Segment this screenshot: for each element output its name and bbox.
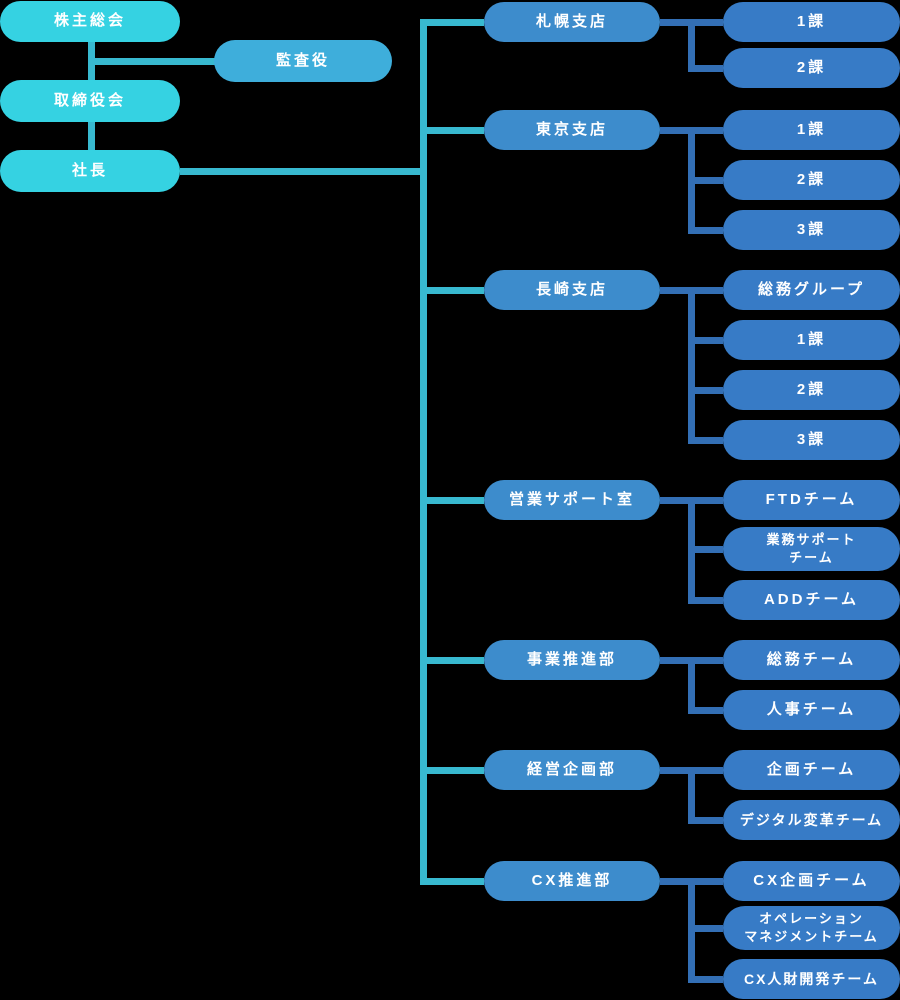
node-nagasaki-section-2: 2課 [723, 370, 900, 410]
connector-branch-tokyo [420, 126, 484, 134]
node-nagasaki-general-affairs-group: 総務グループ [723, 270, 900, 310]
node-business-promotion-dept: 事業推進部 [484, 640, 660, 680]
node-general-affairs-team: 総務チーム [723, 640, 900, 680]
node-tokyo-section-2: 2課 [723, 160, 900, 200]
connector-branch-nagasaki [420, 286, 484, 294]
connector-branch-sapporo [420, 18, 484, 26]
connector-cx-promotion-stub-2 [688, 924, 723, 932]
connector-sales-support-stub-3 [688, 596, 723, 604]
node-cx-hr-development-team: CX人財開発チーム [723, 959, 900, 999]
connector-sapporo-stub-2 [688, 64, 723, 72]
connector-business-promotion-vertical [688, 656, 695, 714]
node-nagasaki-branch: 長崎支店 [484, 270, 660, 310]
connector-sapporo-vertical [688, 18, 695, 72]
connector-trunk-vertical [420, 18, 427, 885]
connector-business-promotion-stub-2 [688, 706, 723, 714]
node-planning-team: 企画チーム [723, 750, 900, 790]
connector-tokyo-stub-2 [688, 176, 723, 184]
node-sales-support-office: 営業サポート室 [484, 480, 660, 520]
node-board-of-directors: 取締役会 [0, 80, 180, 122]
connector-branch-sales-support [420, 496, 484, 504]
node-president: 社長 [0, 150, 180, 192]
node-cx-planning-team: CX企画チーム [723, 861, 900, 901]
node-sapporo-section-1: 1課 [723, 2, 900, 42]
connector-corporate-planning-vertical [688, 766, 695, 824]
connector-sales-support-stub-2 [688, 545, 723, 553]
node-digital-transformation-team: デジタル変革チーム [723, 800, 900, 840]
connector-nagasaki-vertical [688, 286, 695, 444]
node-operation-management-team: オペレーション マネジメントチーム [723, 906, 900, 950]
node-auditor: 監査役 [214, 40, 392, 82]
connector-president-to-trunk [180, 167, 427, 175]
node-sapporo-section-2: 2課 [723, 48, 900, 88]
node-tokyo-branch: 東京支店 [484, 110, 660, 150]
node-ftd-team: FTDチーム [723, 480, 900, 520]
connector-corporate-planning-stub-2 [688, 816, 723, 824]
node-nagasaki-section-3: 3課 [723, 420, 900, 460]
node-operations-support-team: 業務サポート チーム [723, 527, 900, 571]
connector-branch-corporate-planning [420, 766, 484, 774]
node-cx-promotion-dept: CX推進部 [484, 861, 660, 901]
node-hr-team: 人事チーム [723, 690, 900, 730]
node-tokyo-section-3: 3課 [723, 210, 900, 250]
node-add-team: ADDチーム [723, 580, 900, 620]
connector-tokyo-stub-3 [688, 226, 723, 234]
node-tokyo-section-1: 1課 [723, 110, 900, 150]
connector-cx-promotion-stub-3 [688, 975, 723, 983]
node-corporate-planning-dept: 経営企画部 [484, 750, 660, 790]
connector-branch-cx-promotion [420, 877, 484, 885]
connector-nagasaki-stub-2 [688, 336, 723, 344]
node-shareholders-meeting: 株主総会 [0, 1, 180, 42]
node-nagasaki-section-1: 1課 [723, 320, 900, 360]
connector-auditor-branch [91, 58, 215, 65]
connector-nagasaki-stub-3 [688, 386, 723, 394]
node-sapporo-branch: 札幌支店 [484, 2, 660, 42]
connector-branch-business-promotion [420, 656, 484, 664]
connector-nagasaki-stub-4 [688, 436, 723, 444]
